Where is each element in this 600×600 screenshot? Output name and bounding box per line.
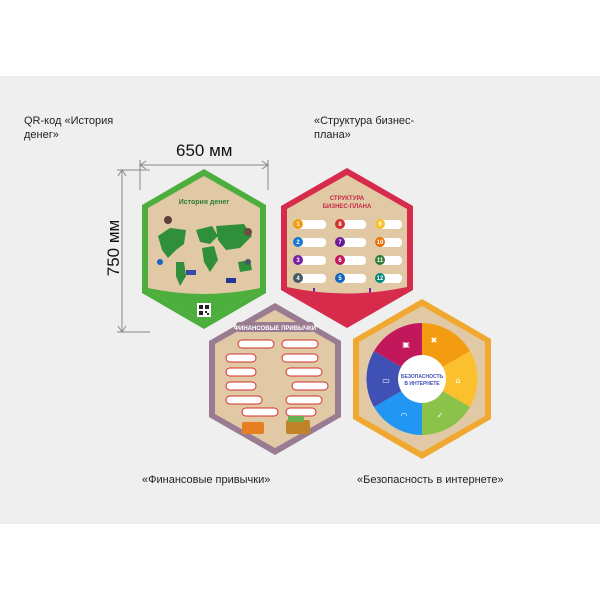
lock-icon: ⌂ [455, 376, 460, 385]
step-5: 5 [338, 276, 342, 282]
caption-financial-habits: «Финансовые привычки» [142, 474, 271, 486]
laptop-icon: ▭ [382, 376, 390, 385]
image-icon: ▣ [402, 340, 410, 349]
qr-code-icon [197, 303, 211, 317]
history-panel: История денег [142, 169, 266, 329]
step-3: 3 [296, 258, 300, 264]
internet-safety-panel: ✖ ⌂ ✓ ◠ ▭ ▣ БЕЗОПАСНОСТЬ В ИНТЕРНЕТЕ [353, 299, 491, 459]
width-dimension-label: 650 мм [176, 141, 233, 160]
habit-bubbles [225, 339, 329, 417]
step-11: 11 [377, 258, 384, 264]
safety-icons: ✖ ⌂ ✓ ◠ ▭ ▣ [382, 336, 460, 420]
step-9: 9 [378, 222, 382, 228]
habits-title: ФИНАНСОВЫЕ ПРИВЫЧКИ [234, 326, 316, 332]
dimension-lines [117, 160, 269, 333]
step-4: 4 [296, 276, 300, 282]
financial-habits-panel: ФИНАНСОВЫЕ ПРИВЫЧКИ [209, 303, 341, 455]
caption-business-plan: «Структура бизнес- плана» [314, 115, 415, 141]
caption-qr-story: QR-код «История денег» [24, 115, 114, 141]
step-7: 7 [338, 240, 342, 246]
step-1: 1 [296, 222, 300, 228]
world-map [158, 224, 252, 286]
wifi-icon: ◠ [401, 411, 408, 420]
step-12: 12 [377, 276, 384, 282]
business-title-line1: СТРУКТУРА [330, 196, 365, 202]
wallet-icons [242, 416, 310, 434]
business-title-line2: БИЗНЕС-ПЛАНА [323, 204, 372, 210]
step-8: 8 [338, 222, 342, 228]
safety-title-line2: В ИНТЕРНЕТЕ [404, 381, 440, 387]
safety-title-line1: БЕЗОПАСНОСТЬ [401, 374, 444, 380]
history-icons [157, 216, 252, 283]
check-icon: ✓ [437, 411, 444, 420]
shield-icon: ✖ [431, 336, 438, 345]
safety-wheel [366, 323, 478, 435]
step-10: 10 [377, 240, 384, 246]
step-2: 2 [296, 240, 300, 246]
business-plan-panel: СТРУКТУРА БИЗНЕС-ПЛАНА 1 2 3 4 5 6 7 8 9 [281, 168, 413, 328]
caption-internet-safety: «Безопасность в интернете» [357, 474, 504, 486]
step-6: 6 [338, 258, 342, 264]
history-title: История денег [179, 199, 230, 206]
